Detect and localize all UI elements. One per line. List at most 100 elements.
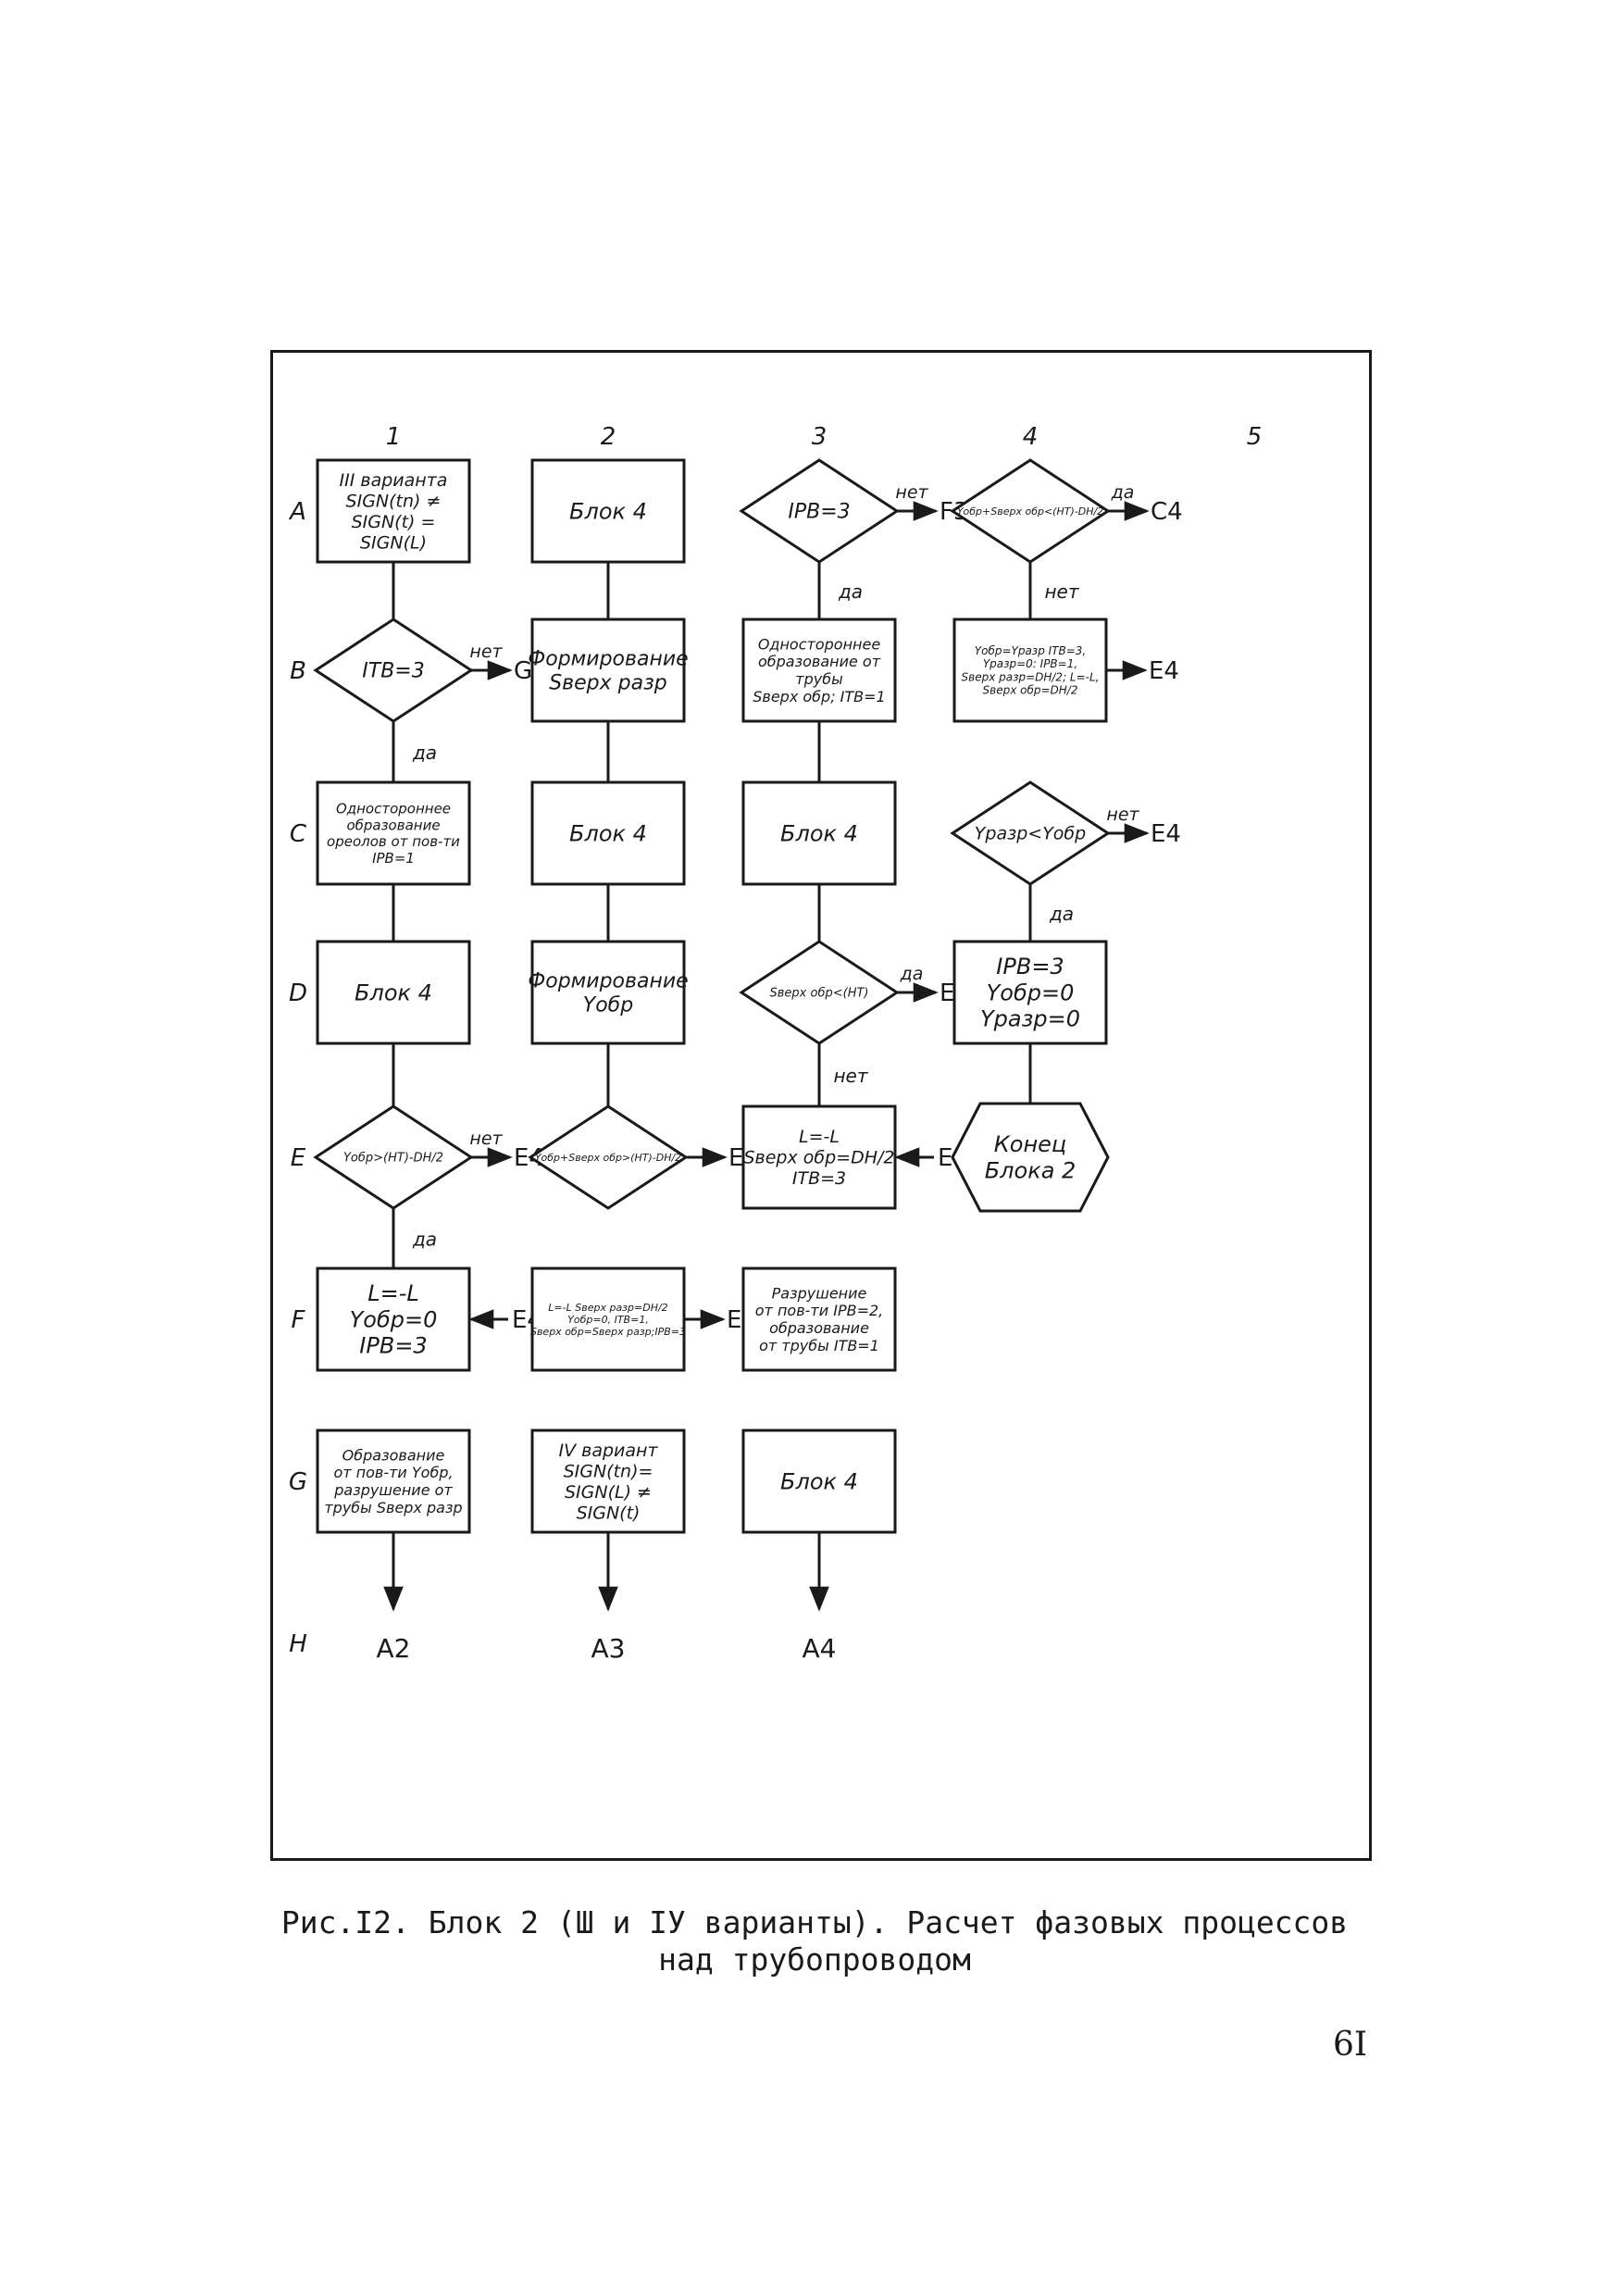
node-text-line: Yразр<Yобр bbox=[975, 824, 1086, 844]
exit-reference: A3 bbox=[591, 1633, 626, 1664]
row-header-H: H bbox=[289, 1630, 307, 1658]
node-text-line: Одностороннее bbox=[336, 801, 451, 817]
decision-diamond bbox=[313, 1104, 474, 1210]
node-text-line: IPB=3 bbox=[996, 954, 1064, 980]
node-text-line: Блок 4 bbox=[780, 1468, 858, 1494]
branch-label: нет bbox=[1106, 805, 1139, 825]
node-text-line: Блок 4 bbox=[569, 498, 647, 524]
row-header-F: F bbox=[292, 1306, 306, 1334]
figure-caption-line-2: над трубопроводом bbox=[658, 1941, 971, 1978]
node-text-line: Формирование bbox=[528, 648, 688, 671]
node-text-line: SIGN(tn) ≠ bbox=[346, 491, 442, 511]
node-text-line: образование bbox=[769, 1319, 869, 1337]
node-a4: Yобр+Sверх обр<(HT)-DH/2 bbox=[950, 458, 1111, 564]
node-text-line: SIGN(L) ≠ bbox=[565, 1482, 652, 1503]
process-box bbox=[530, 458, 686, 564]
node-text-line: от трубы ITB=1 bbox=[759, 1337, 879, 1354]
node-text-line: Одностороннее bbox=[758, 635, 881, 653]
decision-diamond bbox=[739, 940, 900, 1045]
process-box bbox=[316, 780, 471, 886]
node-text-line: трубы bbox=[795, 670, 842, 688]
node-text-line: Конец bbox=[994, 1131, 1067, 1157]
process-box bbox=[952, 940, 1108, 1045]
column-header-5: 5 bbox=[1247, 423, 1263, 451]
node-text-line: Блока 2 bbox=[985, 1158, 1077, 1184]
column-header-2: 2 bbox=[601, 423, 616, 451]
node-text-line: ореолов от пов-ти bbox=[327, 833, 460, 850]
node-text-line: Sверх разр=DH/2; L=-L, bbox=[962, 670, 1100, 683]
node-text-line: Yобр+Sверх обр<(HT)-DH/2 bbox=[957, 505, 1103, 518]
node-text-line: L=-L bbox=[367, 1280, 419, 1306]
decision-diamond bbox=[739, 458, 900, 564]
process-box bbox=[530, 1429, 686, 1534]
node-b1: ITB=3 bbox=[313, 618, 474, 723]
node-d1: Блок 4 bbox=[316, 940, 471, 1045]
node-text-line: IPB=3 bbox=[788, 501, 850, 524]
decision-diamond bbox=[313, 618, 474, 723]
node-a3: IPB=3 bbox=[739, 458, 900, 564]
node-text-line: IPB=1 bbox=[372, 850, 415, 867]
node-text-line: Yобр>(HT)-DH/2 bbox=[343, 1152, 443, 1166]
node-text-line: Блок 4 bbox=[355, 980, 432, 1005]
node-text-line: Sверх обр=DH/2 bbox=[983, 683, 1078, 696]
exit-reference: A4 bbox=[803, 1633, 837, 1664]
branch-label: нет bbox=[469, 642, 503, 662]
process-box bbox=[316, 458, 471, 564]
node-text-line: L=-L bbox=[799, 1127, 840, 1147]
connector-label: нет bbox=[1044, 580, 1079, 603]
process-box bbox=[316, 940, 471, 1045]
node-text-line: SIGN(t) bbox=[577, 1503, 641, 1523]
node-text-line: Разрушение bbox=[772, 1284, 867, 1302]
process-box bbox=[530, 1267, 686, 1372]
branch-label: да bbox=[900, 964, 924, 984]
process-box bbox=[530, 618, 686, 723]
node-text-line: IV вариант bbox=[558, 1441, 658, 1461]
node-text-line: Yобр=Yразр ITB=3, bbox=[975, 644, 1086, 657]
page-number: 6I bbox=[1333, 2026, 1368, 2064]
decision-diamond bbox=[950, 780, 1111, 886]
node-text-line: Формирование bbox=[528, 970, 688, 993]
node-text-line: SIGN(t) = bbox=[352, 512, 436, 532]
node-c4: Yразр<Yобр bbox=[950, 780, 1111, 886]
connector-label: да bbox=[412, 1229, 437, 1251]
decision-diamond bbox=[950, 458, 1111, 564]
node-a2: Блок 4 bbox=[530, 458, 686, 564]
node-text-line: ITB=3 bbox=[792, 1168, 846, 1189]
branch-label: нет bbox=[895, 482, 928, 503]
connector-label: нет bbox=[833, 1065, 868, 1087]
node-text-line: Блок 4 bbox=[569, 820, 647, 846]
reference-label: E4 bbox=[1149, 657, 1179, 685]
row-header-C: C bbox=[290, 820, 307, 848]
branch-label: нет bbox=[469, 1129, 503, 1149]
node-text-line: Sверх обр<(HT) bbox=[770, 987, 869, 1001]
node-text-line: образование bbox=[346, 817, 440, 833]
branch-label: да bbox=[1111, 482, 1135, 503]
process-box bbox=[741, 618, 897, 723]
node-text-line: образование от bbox=[758, 653, 881, 670]
decision-diamond bbox=[528, 1104, 689, 1210]
node-text-line: трубы Sверх разр bbox=[324, 1499, 462, 1516]
terminator-hexagon bbox=[951, 1102, 1110, 1213]
process-box bbox=[530, 780, 686, 886]
row-header-A: A bbox=[288, 498, 306, 526]
row-header-G: G bbox=[289, 1468, 307, 1496]
node-text-line: Yразр=0 bbox=[980, 1006, 1080, 1032]
figure-caption-line-1: Рис.I2. Блок 2 (Ш и IУ варианты). Расчет… bbox=[280, 1904, 1349, 1940]
node-text-line: Yразр=0: IPB=1, bbox=[983, 657, 1077, 670]
node-text-line: от пов-ти Yобр, bbox=[333, 1464, 453, 1481]
process-box bbox=[741, 1104, 897, 1210]
node-text-line: ITB=3 bbox=[362, 660, 424, 683]
node-text-line: SIGN(L) bbox=[360, 532, 427, 553]
